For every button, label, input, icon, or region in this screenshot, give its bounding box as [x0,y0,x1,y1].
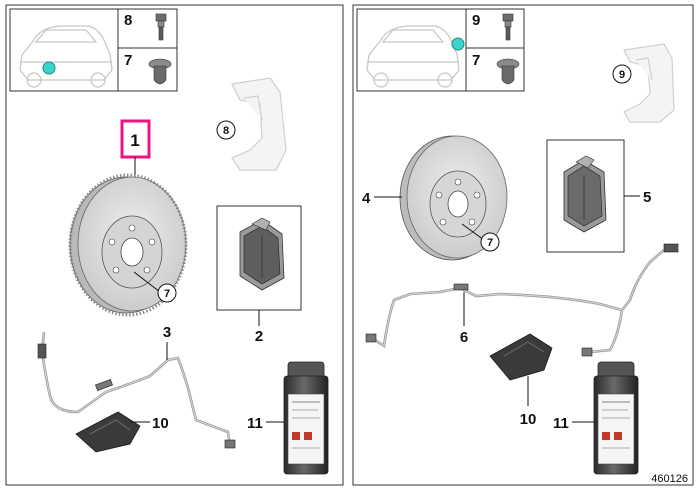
paste-sachet [489,333,553,381]
caliper-carrier [623,43,675,123]
screw-icon [148,58,172,85]
callout-paste: 10 [520,411,537,428]
callout-disc: 4 [362,190,371,207]
right-header: 9 7 [356,8,525,92]
location-dot [451,37,465,51]
paste-sachet [75,411,141,453]
screw-icon [496,58,520,85]
brake-disc-solid [399,135,508,261]
spray-can [283,361,329,475]
bolt-icon [502,13,514,41]
wear-sensor [365,243,679,357]
brake-disc-vented [68,173,188,317]
callout-disc-ref: 7 [487,237,493,249]
car-location-icon [19,25,113,88]
left-header: 8 7 [9,8,178,92]
callout-spray: 11 [553,415,569,432]
right-panel: 9 7 9 [352,4,694,486]
callout-9: 9 [472,12,480,29]
wear-sensor [37,331,236,449]
callout-disc: 1 [130,131,139,150]
left-panel: 8 7 8 1 [5,4,344,486]
callout-7: 7 [124,52,132,69]
callout-sensor: 6 [460,329,468,346]
callout-carrier-ref: 9 [619,69,625,81]
diagram-number: 460126 [651,473,688,485]
callout-paste: 10 [152,415,169,432]
callout-pads: 2 [255,328,263,345]
callout-8: 8 [124,12,132,29]
callout-disc-ref: 7 [164,288,170,300]
callout-carrier-ref: 8 [223,125,229,137]
callout-spray: 11 [247,415,263,432]
callout-pads: 5 [643,189,651,206]
caliper-carrier [231,77,287,171]
callout-7: 7 [472,52,480,69]
location-dot [42,61,56,75]
brake-pads [239,217,285,291]
spray-can [593,361,639,475]
brake-pads [563,155,607,233]
bolt-icon [155,13,167,41]
callout-sensor: 3 [163,324,171,341]
